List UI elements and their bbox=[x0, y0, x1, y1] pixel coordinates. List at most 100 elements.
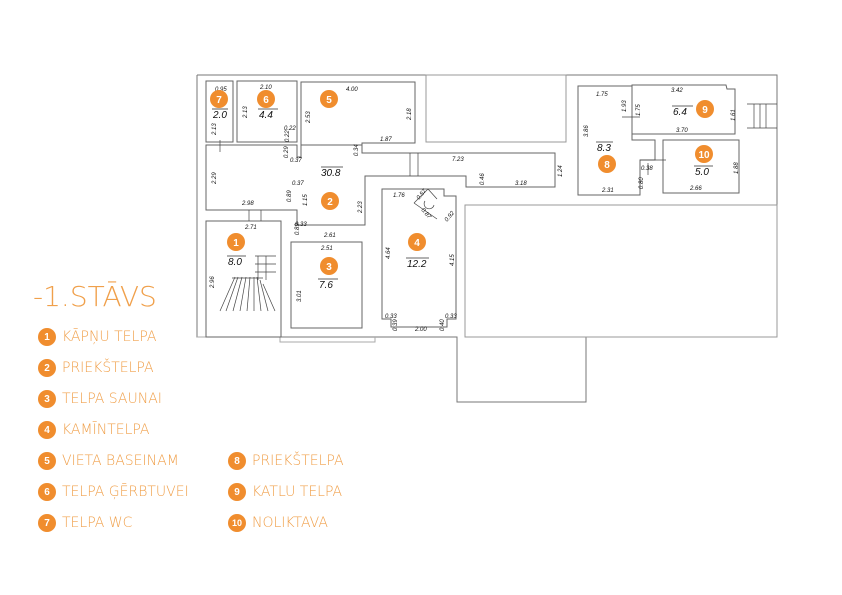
dim-label: 0.22 bbox=[285, 130, 291, 142]
dim-label: 1.75 bbox=[636, 104, 642, 116]
dim-label: 0.89 bbox=[295, 223, 301, 235]
room-3-area: 7.6 bbox=[319, 280, 333, 291]
dim-label: 1.61 bbox=[731, 109, 737, 121]
room-badge-label: 2 bbox=[327, 197, 333, 208]
legend-label: TELPA WC bbox=[62, 515, 133, 531]
room-badge-7 bbox=[210, 90, 228, 108]
dim-label: 1.15 bbox=[303, 194, 309, 206]
dim-label: 0.33 bbox=[295, 222, 307, 228]
dim-label: 2.66 bbox=[689, 186, 702, 192]
room-5 bbox=[300, 81, 416, 146]
legend-label: PRIEKŠTELPA bbox=[62, 360, 154, 376]
room-badge-label: 9 bbox=[702, 105, 708, 116]
room-badge-8 bbox=[598, 155, 616, 173]
open-space bbox=[425, 74, 567, 143]
room-10-area: 5.0 bbox=[695, 167, 709, 178]
dim-label: 3.42 bbox=[671, 88, 683, 94]
floor-title: -1.STĀVS bbox=[33, 280, 157, 313]
room-7-area: 2.0 bbox=[212, 110, 227, 121]
staircase-icon bbox=[219, 103, 777, 312]
dim-label: 2.71 bbox=[244, 225, 257, 231]
inner-wall-shadow bbox=[197, 336, 376, 343]
legend-badge: 3 bbox=[38, 390, 56, 408]
outer-wall bbox=[196, 74, 778, 403]
legend-label: TELPA ĢĒRBTUVEI bbox=[62, 484, 189, 500]
room-8-area: 8.3 bbox=[597, 143, 611, 154]
legend-item: 8 PRIEKŠTELPA bbox=[228, 451, 344, 471]
room-2-area: 30.8 bbox=[321, 168, 341, 179]
legend-item: 4 KAMĪNTELPA bbox=[38, 420, 189, 440]
dim-label: 1.75 bbox=[596, 92, 608, 98]
dim-label: 2.51 bbox=[320, 246, 333, 252]
legend-badge: 6 bbox=[38, 483, 56, 501]
room-badge-10 bbox=[695, 145, 713, 163]
room-badge-2 bbox=[321, 192, 339, 210]
legend-label: KAMĪNTELPA bbox=[62, 422, 150, 438]
legend-item: 10 NOLIKTAVA bbox=[228, 513, 344, 533]
dim-label: 2.18 bbox=[407, 108, 413, 121]
dim-label: 2.98 bbox=[241, 201, 254, 207]
legend-badge: 2 bbox=[38, 359, 56, 377]
dim-label: 2.96 bbox=[210, 276, 216, 289]
room-badge-label: 5 bbox=[326, 95, 332, 106]
dim-label: 3.70 bbox=[676, 128, 688, 134]
room-badge-9 bbox=[696, 100, 714, 118]
dim-label: 2.31 bbox=[601, 188, 614, 194]
room-3 bbox=[290, 241, 363, 329]
dim-label: 2.61 bbox=[323, 233, 336, 239]
legend-item: 7 TELPA WC bbox=[38, 513, 189, 533]
dim-label: 0.34 bbox=[354, 144, 360, 156]
room-badge-label: 10 bbox=[698, 150, 710, 161]
room-1-area: 8.0 bbox=[228, 257, 242, 268]
room-6 bbox=[236, 80, 298, 143]
dim-label: 2.00 bbox=[414, 327, 427, 333]
room-badge-label: 4 bbox=[414, 238, 420, 249]
room-badge-label: 3 bbox=[326, 262, 332, 273]
room-4-area: 12.2 bbox=[407, 259, 427, 270]
dim-label: 0.95 bbox=[215, 87, 227, 93]
dim-label: 0.22 bbox=[284, 126, 296, 132]
dim-label: 0.89 bbox=[287, 190, 293, 202]
legend-label: KATLU TELPA bbox=[252, 484, 343, 500]
dim-label: 2.13 bbox=[243, 106, 249, 119]
legend-badge: 4 bbox=[38, 421, 56, 439]
dim-label: 0.37 bbox=[292, 181, 304, 187]
room-badge-label: 6 bbox=[263, 95, 269, 106]
dim-label: 3.01 bbox=[297, 290, 303, 302]
room-badge-label: 7 bbox=[216, 95, 222, 106]
lower-hall bbox=[464, 204, 778, 338]
dim-label: 4.15 bbox=[450, 254, 456, 266]
room-2-hall bbox=[205, 144, 556, 226]
legend-label: NOLIKTAVA bbox=[252, 515, 328, 531]
legend-badge: 8 bbox=[228, 452, 246, 470]
door-marks bbox=[219, 116, 666, 221]
room-badge-5 bbox=[320, 90, 338, 108]
legend-label: PRIEKŠTELPA bbox=[252, 453, 344, 469]
dim-label: 2.29 bbox=[212, 172, 218, 185]
dim-label: 2.53 bbox=[306, 111, 312, 124]
dim-label: 0.40 bbox=[440, 319, 446, 331]
room-6-area: 4.4 bbox=[259, 110, 273, 121]
legend-badge: 7 bbox=[38, 514, 56, 532]
dim-label: 0.46 bbox=[480, 173, 486, 185]
dim-label: 1.76 bbox=[393, 193, 405, 199]
dim-label: 2.23 bbox=[358, 201, 364, 214]
dim-label: 0.39 bbox=[393, 319, 399, 331]
dim-label: 1.24 bbox=[558, 165, 564, 177]
dim-label: 1.93 bbox=[622, 100, 628, 112]
room-badge-1 bbox=[227, 233, 245, 251]
dim-label: 2.13 bbox=[212, 123, 218, 136]
legend-label: KĀPŅU TELPA bbox=[62, 329, 157, 345]
legend-badge: 10 bbox=[228, 514, 246, 532]
dim-label: 0.38 bbox=[641, 166, 653, 172]
room-badge-6 bbox=[257, 90, 275, 108]
room-badge-label: 8 bbox=[604, 160, 610, 171]
dim-label: 2.10 bbox=[259, 85, 272, 91]
fireplace-icon bbox=[413, 188, 438, 220]
legend-label: VIETA BASEINAM bbox=[62, 453, 179, 469]
